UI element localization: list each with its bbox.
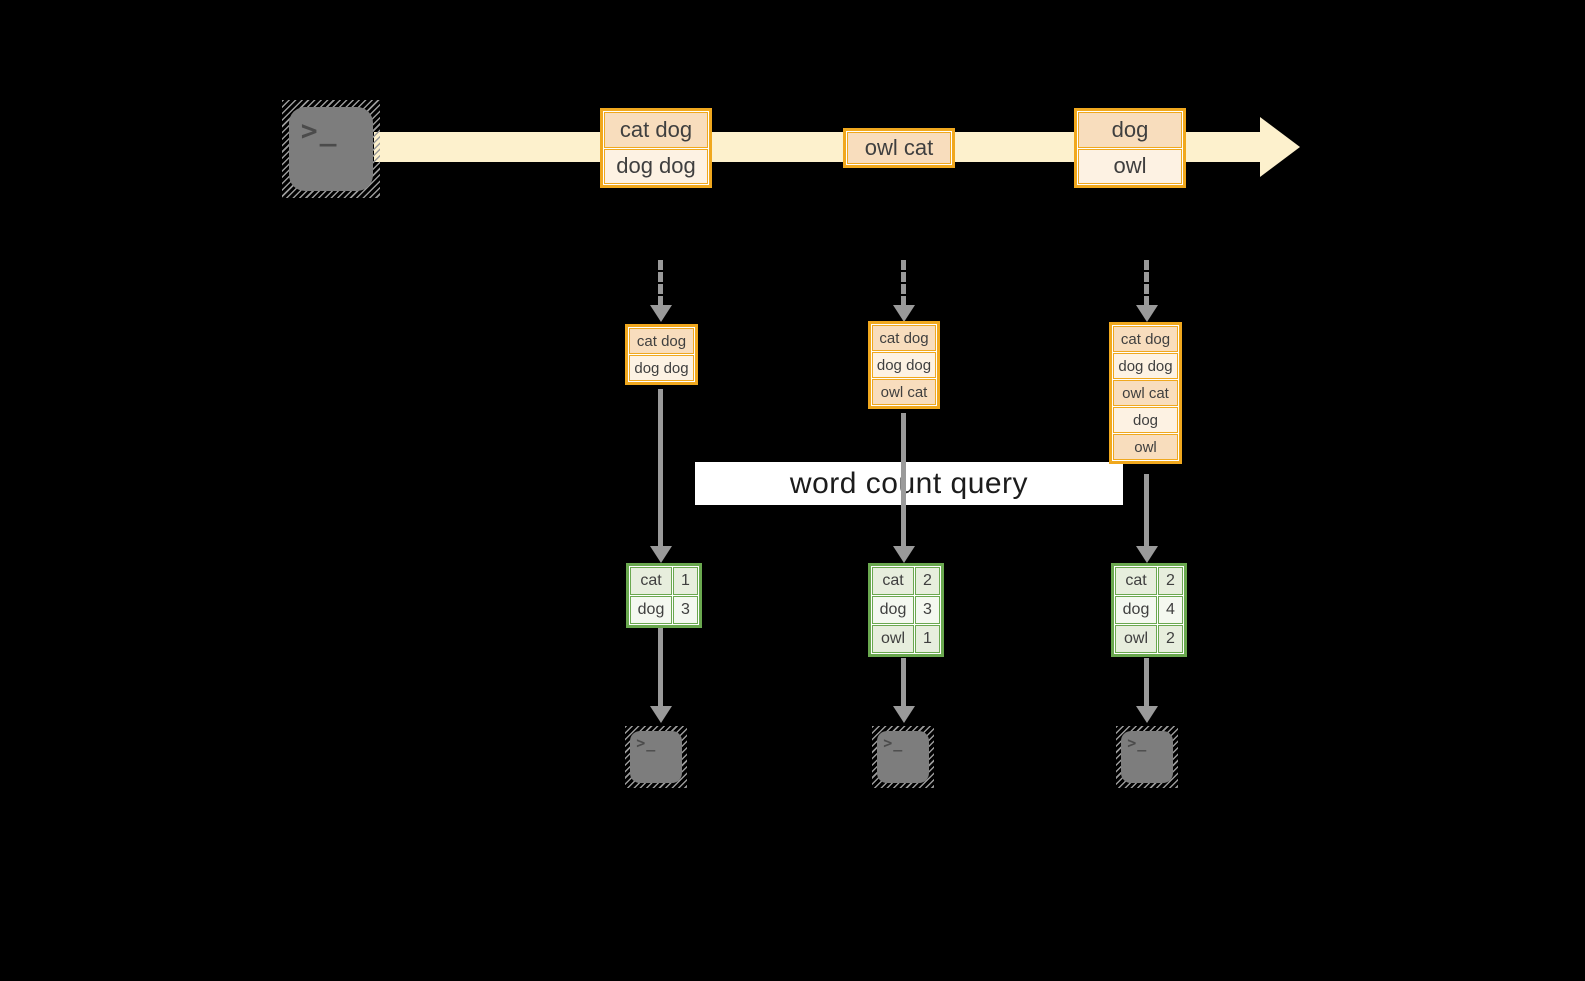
batch-item: owl [1078, 148, 1182, 184]
count-word: owl [872, 625, 914, 653]
query-arrowhead-icon [650, 546, 672, 563]
state-item: owl cat [872, 379, 936, 405]
query-band: word count query [695, 462, 1123, 505]
count-word: cat [872, 567, 914, 595]
batch-item: cat dog [604, 112, 708, 148]
count-table-2: cat 2 dog 3 owl 1 [868, 563, 944, 657]
state-item: owl [1113, 434, 1178, 460]
count-word: dog [872, 596, 914, 624]
terminal-screen: >_ [630, 731, 682, 783]
terminal-prompt-glyph: >_ [300, 113, 339, 147]
query-arrow-line [1144, 474, 1149, 547]
accumulated-state-1: cat dog dog dog [625, 324, 698, 385]
terminal-prompt-glyph: >_ [883, 734, 904, 753]
count-word: dog [630, 596, 672, 624]
batch-item: owl cat [847, 132, 951, 164]
state-item: dog dog [872, 352, 936, 378]
dashed-arrow-line [901, 260, 906, 306]
terminal-icon: >_ [625, 726, 687, 788]
terminal-icon: >_ [1116, 726, 1178, 788]
query-arrowhead-icon [1136, 546, 1158, 563]
state-item: dog dog [629, 355, 694, 381]
terminal-screen: >_ [289, 107, 373, 191]
count-table-1: cat 1 dog 3 [626, 563, 702, 628]
terminal-icon: >_ [282, 100, 380, 198]
batch-item: dog [1078, 112, 1182, 148]
stream-batch-1: cat dog dog dog [600, 108, 712, 188]
sink-arrowhead-icon [1136, 706, 1158, 723]
state-item: cat dog [872, 325, 936, 351]
query-arrowhead-icon [893, 546, 915, 563]
count-word: dog [1115, 596, 1157, 624]
count-word: cat [630, 567, 672, 595]
stream-batch-2: owl cat [843, 128, 955, 168]
count-value: 2 [1158, 567, 1183, 595]
dashed-arrow-line [658, 260, 663, 306]
terminal-screen: >_ [1121, 731, 1173, 783]
count-value: 1 [673, 567, 698, 595]
accumulated-state-2: cat dog dog dog owl cat [868, 321, 940, 409]
query-arrow-line [901, 413, 906, 547]
sink-arrow-line [1144, 658, 1149, 707]
sink-arrow-line [658, 628, 663, 707]
count-word: cat [1115, 567, 1157, 595]
dashed-arrowhead-icon [1136, 305, 1158, 322]
state-item: cat dog [629, 328, 694, 354]
state-item: dog [1113, 407, 1178, 433]
batch-item: dog dog [604, 148, 708, 184]
state-item: cat dog [1113, 326, 1178, 352]
stream-batch-3: dog owl [1074, 108, 1186, 188]
terminal-screen: >_ [877, 731, 929, 783]
count-value: 2 [1158, 625, 1183, 653]
query-arrow-line [658, 389, 663, 547]
state-item: owl cat [1113, 380, 1178, 406]
dashed-arrow-line [1144, 260, 1149, 306]
terminal-icon: >_ [872, 726, 934, 788]
query-label: word count query [789, 466, 1029, 500]
count-table-3: cat 2 dog 4 owl 2 [1111, 563, 1187, 657]
count-value: 1 [915, 625, 940, 653]
sink-arrow-line [901, 658, 906, 707]
count-value: 4 [1158, 596, 1183, 624]
terminal-prompt-glyph: >_ [636, 734, 657, 753]
count-value: 3 [673, 596, 698, 624]
sink-arrowhead-icon [650, 706, 672, 723]
terminal-prompt-glyph: >_ [1127, 734, 1148, 753]
accumulated-state-3: cat dog dog dog owl cat dog owl [1109, 322, 1182, 464]
count-value: 2 [915, 567, 940, 595]
sink-arrowhead-icon [893, 706, 915, 723]
dashed-arrowhead-icon [650, 305, 672, 322]
state-item: dog dog [1113, 353, 1178, 379]
count-word: owl [1115, 625, 1157, 653]
count-value: 3 [915, 596, 940, 624]
stream-arrowhead-icon [1260, 117, 1300, 177]
dashed-arrowhead-icon [893, 305, 915, 322]
